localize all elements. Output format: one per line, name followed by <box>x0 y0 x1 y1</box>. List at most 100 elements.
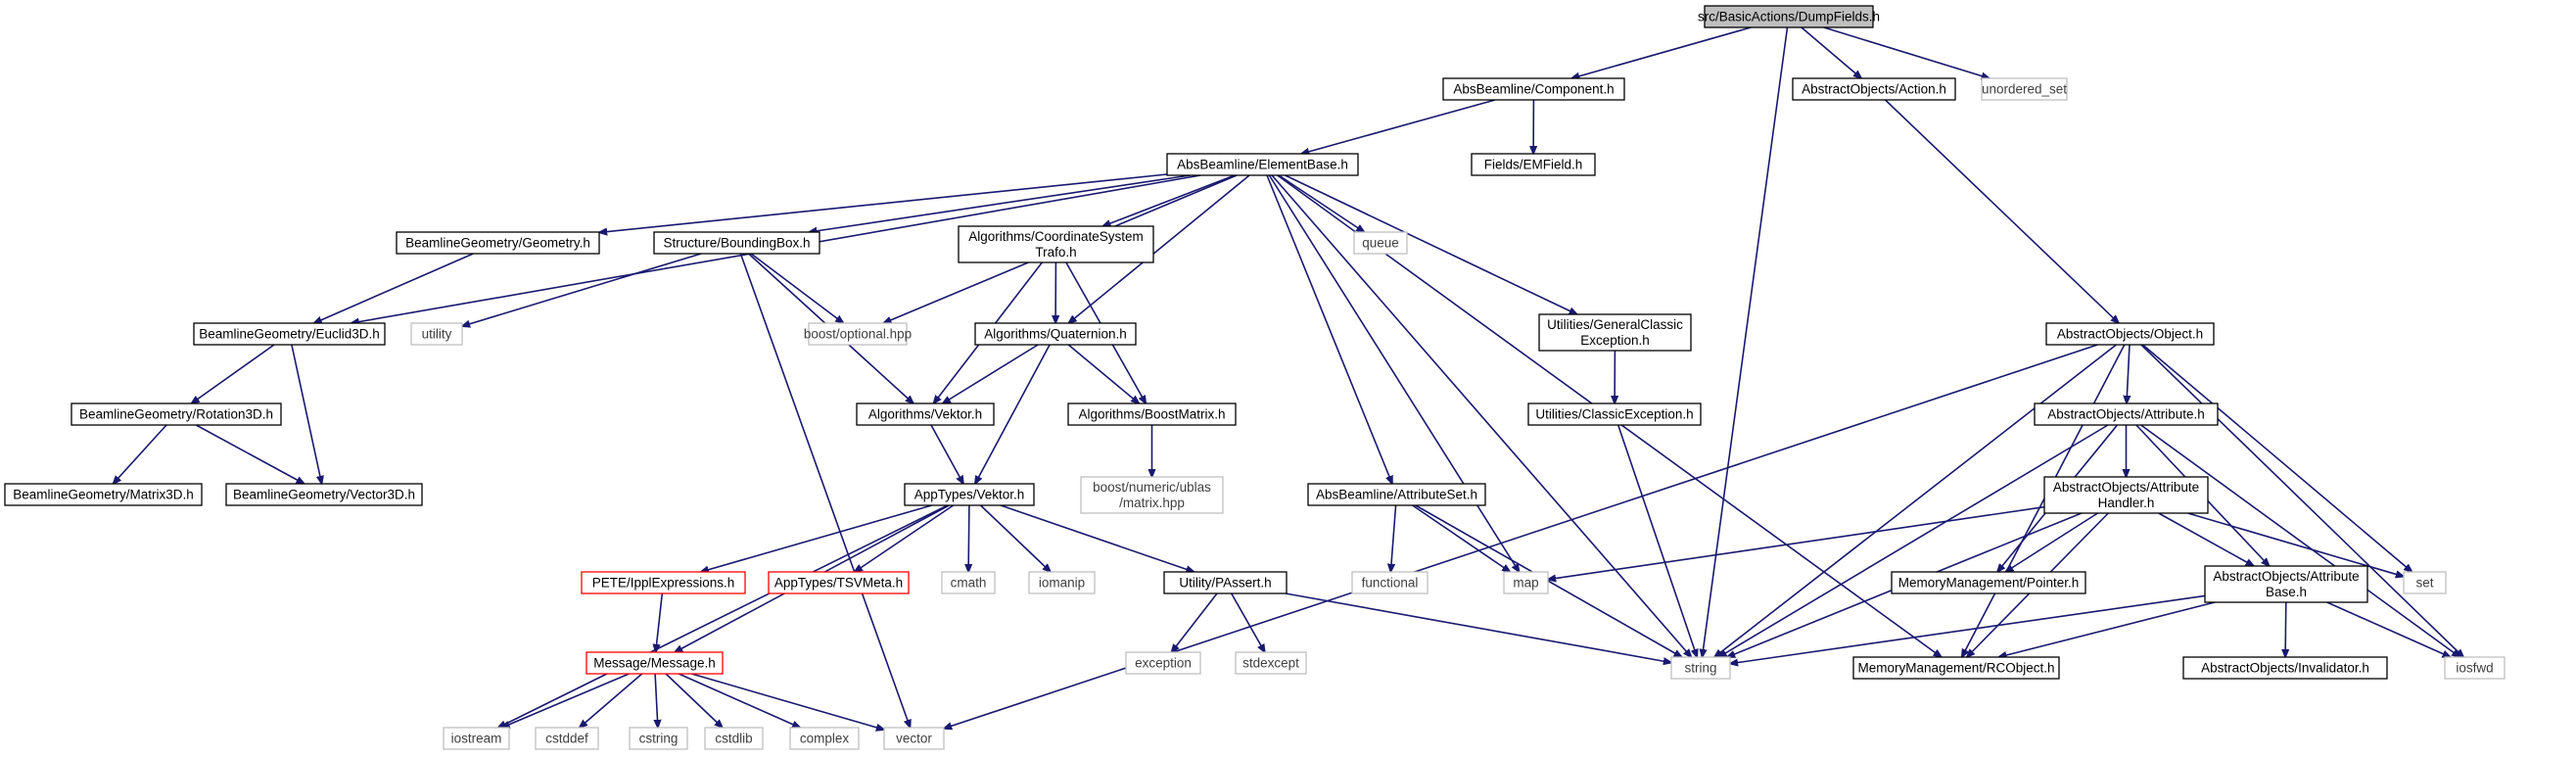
node-box <box>1442 77 1625 101</box>
node-classicexc[interactable]: Utilities/ClassicException.h <box>1527 402 1702 426</box>
edge-boundingbox-to-utility <box>462 253 702 326</box>
node-label: cstddef <box>545 732 588 746</box>
node-label: Utilities/ClassicException.h <box>1535 407 1693 422</box>
node-quaternion[interactable]: Algorithms/Quaternion.h <box>974 322 1137 346</box>
edge-attributeset-to-functional <box>1390 504 1397 572</box>
edge-apptypesvektor-to-passert <box>1000 504 1194 572</box>
edge-quaternion-to-algvektor <box>943 344 1039 403</box>
edge-attrhandler-to-pointer <box>2005 512 2098 572</box>
edge-object-to-iosfwd <box>2140 344 2463 657</box>
node-cmath: cmath <box>941 571 996 594</box>
edge-elementbase-to-attributeset <box>1266 174 1392 484</box>
node-vector3d[interactable]: BeamlineGeometry/Vector3D.h <box>225 483 423 506</box>
node-algvektor[interactable]: Algorithms/Vektor.h <box>856 402 995 426</box>
node-label: functional <box>1362 576 1419 591</box>
node-box <box>410 322 463 346</box>
node-tsvmeta[interactable]: AppTypes/TSVMeta.h <box>768 571 910 594</box>
node-boostoptional: boost/optional.hpp <box>804 322 912 346</box>
node-label: string <box>1684 661 1716 676</box>
node-cstring: cstring <box>629 727 688 750</box>
node-pointer[interactable]: MemoryManagement/Pointer.h <box>1891 571 2086 594</box>
node-object[interactable]: AbstractObjects/Object.h <box>2045 322 2215 346</box>
node-rotation3d[interactable]: BeamlineGeometry/Rotation3D.h <box>70 402 282 426</box>
edge-euclid3d-to-vector3d <box>291 344 322 484</box>
node-apptypesvektor[interactable]: AppTypes/Vektor.h <box>904 483 1035 506</box>
edge-message-to-cstring <box>655 673 658 728</box>
node-label: AbstractObjects/Attribute.h <box>2047 407 2205 422</box>
edge-message-to-iostream <box>502 673 630 728</box>
edge-elementbase-to-string <box>1271 174 1691 657</box>
node-label: AbsBeamline/ElementBase.h <box>1177 158 1348 172</box>
node-box <box>1891 571 2086 594</box>
node-passert[interactable]: Utility/PAssert.h <box>1163 571 1288 594</box>
node-label: boost/optional.hpp <box>804 327 912 342</box>
edge-dumpfields-to-unordered_set <box>1823 26 1990 78</box>
node-box <box>768 571 910 594</box>
node-label: queue <box>1362 236 1399 251</box>
node-box <box>225 483 423 506</box>
node-box <box>904 483 1035 506</box>
edge-apptypesvektor-to-tsvmeta <box>855 504 955 572</box>
node-label: AbstractObjects/Object.h <box>2057 327 2203 342</box>
edge-boundingbox-to-vector <box>739 253 910 728</box>
node-box <box>1351 571 1429 594</box>
node-label: AppTypes/Vektor.h <box>914 488 1025 502</box>
node-label: Algorithms/Quaternion.h <box>984 327 1127 342</box>
node-boostmatrix[interactable]: Algorithms/BoostMatrix.h <box>1067 402 1237 426</box>
edge-passert-to-stdexcept <box>1231 592 1265 652</box>
edge-attrbase-to-iosfwd <box>2326 601 2451 657</box>
node-box <box>1353 231 1408 255</box>
node-box <box>2045 322 2215 346</box>
node-ipplexpr[interactable]: PETE/IpplExpressions.h <box>581 571 746 594</box>
node-action[interactable]: AbstractObjects/Action.h <box>1792 77 1956 101</box>
node-iostream: iostream <box>443 727 510 750</box>
node-unordered_set: unordered_set <box>1981 77 2068 101</box>
node-dumpfields[interactable]: src/BasicActions/DumpFields.h <box>1698 5 1880 28</box>
node-label: exception <box>1135 656 1192 671</box>
node-box <box>70 402 282 426</box>
edges-layer <box>114 26 2464 730</box>
edge-boundingbox-to-boostoptional <box>750 253 843 323</box>
node-box <box>1067 402 1237 426</box>
node-vector: vector <box>883 727 945 750</box>
node-label: Utilities/GeneralClassic <box>1547 317 1683 332</box>
node-box <box>1538 313 1692 352</box>
node-geometry[interactable]: BeamlineGeometry/Geometry.h <box>396 231 600 255</box>
node-box <box>2182 656 2388 680</box>
node-box <box>535 727 599 750</box>
edge-component-to-elementbase <box>1301 99 1496 154</box>
node-emfield[interactable]: Fields/EMField.h <box>1471 153 1596 176</box>
node-box <box>443 727 510 750</box>
node-rcobject[interactable]: MemoryManagement/RCObject.h <box>1852 656 2060 680</box>
node-matrix3d[interactable]: BeamlineGeometry/Matrix3D.h <box>4 483 203 506</box>
edge-geometry-to-euclid3d <box>314 253 474 323</box>
node-box <box>1852 656 2060 680</box>
edge-attrbase-to-rcobject <box>1998 601 2216 657</box>
edge-message-to-cstdlib <box>665 673 723 728</box>
node-label: boost/numeric/ublas <box>1093 480 1211 495</box>
node-invalidator[interactable]: AbstractObjects/Invalidator.h <box>2182 656 2388 680</box>
edge-dumpfields-to-action <box>1801 26 1861 78</box>
node-euclid3d[interactable]: BeamlineGeometry/Euclid3D.h <box>193 322 386 346</box>
node-string: string <box>1670 656 1731 680</box>
node-attribute[interactable]: AbstractObjects/Attribute.h <box>2034 402 2219 426</box>
node-boundingbox[interactable]: Structure/BoundingBox.h <box>653 231 820 255</box>
node-box <box>2034 402 2219 426</box>
node-label: Algorithms/CoordinateSystem <box>968 229 1144 244</box>
node-component[interactable]: AbsBeamline/Component.h <box>1442 77 1625 101</box>
node-box <box>958 225 1154 263</box>
node-message[interactable]: Message/Message.h <box>585 651 724 675</box>
node-label: AbsBeamline/Component.h <box>1453 82 1614 97</box>
node-label: iosfwd <box>2456 661 2493 676</box>
node-cstddef: cstddef <box>535 727 599 750</box>
node-box <box>2204 565 2368 603</box>
node-map: map <box>1503 571 1549 594</box>
node-attributeset[interactable]: AbsBeamline/AttributeSet.h <box>1307 483 1486 506</box>
node-utility: utility <box>410 322 463 346</box>
node-elementbase[interactable]: AbsBeamline/ElementBase.h <box>1166 153 1359 176</box>
